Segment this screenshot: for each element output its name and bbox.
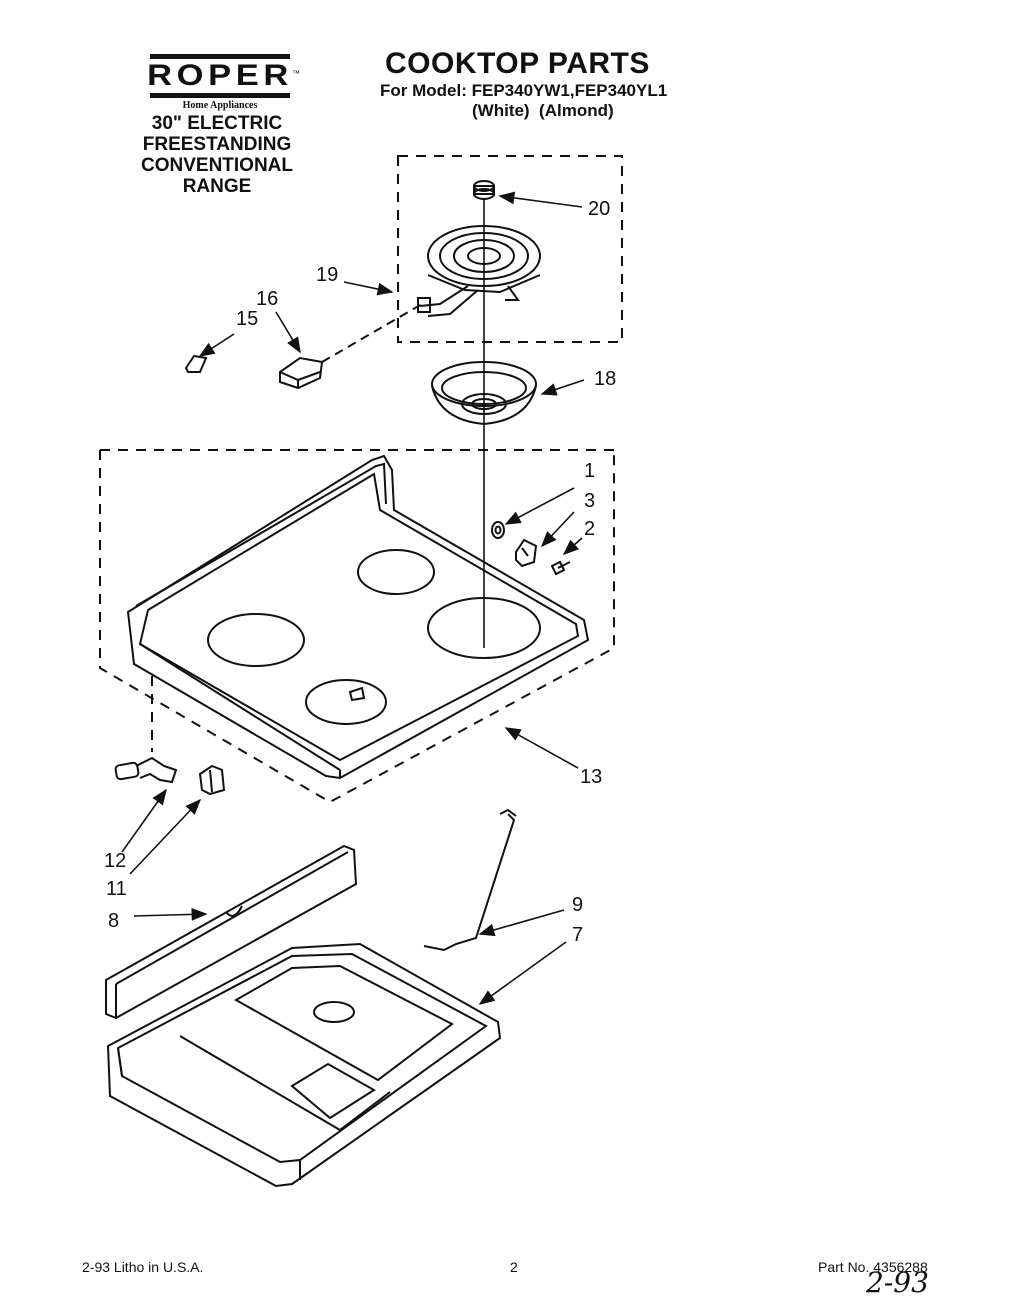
callout-19: 19: [316, 264, 339, 286]
callout-9: 9: [572, 894, 584, 916]
logo-bar-bottom: [150, 93, 290, 98]
page-number: 2: [510, 1259, 518, 1275]
product-line-4: RANGE: [182, 176, 252, 197]
callout-8: 8: [108, 910, 120, 932]
part-16-terminal-block: [279, 356, 324, 390]
callout-11: 11: [106, 878, 127, 900]
variant-line: (White) (Almond): [472, 101, 614, 120]
roper-logo: ROPER ™ Home Appliances: [147, 52, 300, 111]
part-7-burner-box: [106, 942, 502, 1188]
part-13-cooktop: [126, 454, 590, 780]
product-line-1: 30" ELECTRIC: [151, 113, 283, 134]
callout-15: 15: [236, 308, 259, 330]
handwritten-date: 2-93: [866, 1266, 929, 1299]
page-title: COOKTOP PARTS: [385, 47, 650, 80]
callout-2: 2: [584, 518, 596, 540]
callout-12: 12: [104, 850, 127, 872]
part-1-nut: [491, 521, 505, 539]
callout-20: 20: [588, 198, 611, 220]
callout-13: 13: [580, 766, 603, 788]
brand-subtitle: Home Appliances: [182, 100, 258, 111]
brand-name: ROPER: [147, 59, 293, 92]
part-2-screw: [550, 560, 571, 576]
logo-bar-top: [150, 54, 290, 59]
part-number: Part No. 4356288: [818, 1259, 928, 1275]
model-line: For Model: FEP340YW1,FEP340YL1: [380, 81, 668, 100]
callout-3: 3: [584, 490, 596, 512]
part-12-wire-connector: [114, 756, 178, 784]
product-description: 30" ELECTRIC FREESTANDING CONVENTIONAL R…: [112, 113, 322, 197]
product-line-3: CONVENTIONAL: [141, 155, 293, 176]
wire-path: [321, 303, 423, 363]
trademark-mark: ™: [292, 69, 300, 78]
part-8-rear-panel: [105, 844, 358, 1020]
part-9-rod: [423, 808, 517, 952]
part-20-cap: [473, 180, 495, 200]
callout-1: 1: [584, 460, 596, 482]
callout-18: 18: [594, 368, 617, 390]
callout-7: 7: [572, 924, 584, 946]
part-15-clip: [184, 354, 208, 373]
cooktop-group-outline: [99, 450, 615, 804]
callout-16: 16: [256, 288, 279, 310]
litho-note: 2-93 Litho in U.S.A.: [82, 1259, 204, 1275]
part-11-sleeve: [198, 764, 226, 796]
burner-group-box: [397, 155, 623, 343]
part-19-surface-element: [417, 225, 541, 317]
product-line-2: FREESTANDING: [142, 134, 292, 155]
part-3-bracket: [515, 538, 538, 568]
